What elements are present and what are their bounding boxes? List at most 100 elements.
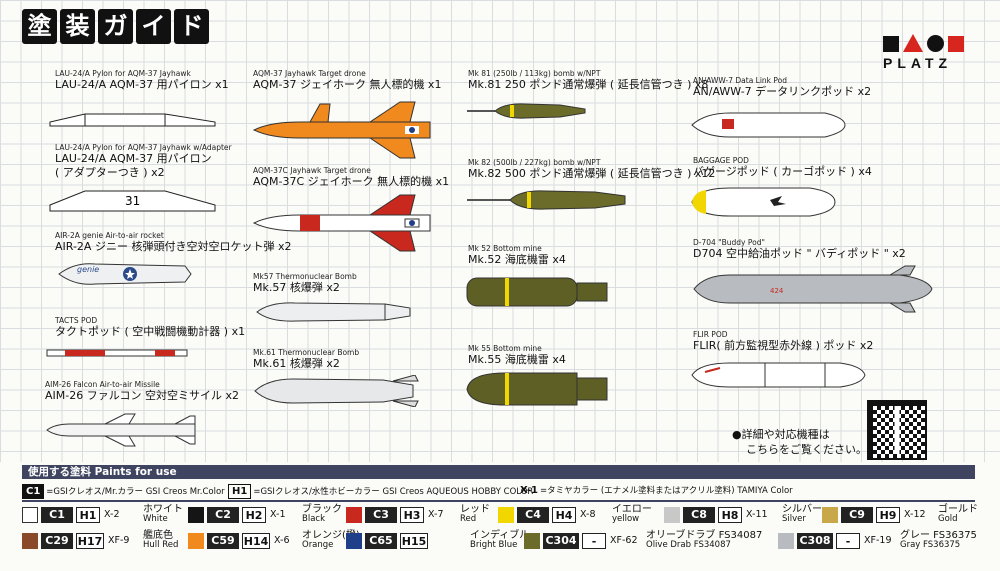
mrcolor-code: C3 [365,507,397,523]
color-name: オレンジ(橙)Orange [302,530,360,550]
item-en-label: D-704 "Buddy Pod" [693,238,765,247]
item-en-label: AIR-2A genie Air-to-air rocket [55,231,164,240]
color-en: White [143,514,168,524]
color-jp: オリーブドラブ FS34087 [646,530,763,541]
title-char: ガ [98,9,133,44]
color-en: Red [460,514,477,524]
d704-marking: 424 [770,287,784,295]
note-line-2: こちらをご覧ください。 [746,443,867,456]
item-jp-label: D704 空中給油ポッド " バディポッド " x2 [693,247,906,260]
tamiya-code: XF-62 [610,535,638,546]
item-jp-label: LAU-24/A AQM-37 用パイロン x1 [55,78,229,91]
mrcolor-code: C8 [683,507,715,523]
item-lau24-adapter: LAU-24/A Pylon for AQM-37 Jayhawk w/Adap… [55,143,232,180]
tamiya-code: XF-9 [108,535,130,546]
mrcolor-code: C65 [365,533,397,549]
mk52-mine-illustration [466,277,608,307]
color-swatch-olive-drab [524,533,540,549]
title-char: イ [136,9,171,44]
title-char: 装 [60,9,95,44]
item-jp-label: AIR-2A ジニー 核弾頭付き空対空ロケット弾 x2 [55,240,292,253]
mk81-bomb-illustration [467,103,586,119]
tamiya-code: XF-19 [864,535,892,546]
item-jp-label: Mk.61 核爆弾 x2 [253,357,340,370]
air2a-rocket-illustration: genie [58,263,192,285]
genie-marking: genie [77,265,99,274]
qr-code[interactable] [867,400,927,460]
item-d704: D-704 "Buddy Pod" D704 空中給油ポッド " バディポッド … [693,238,906,261]
item-jp-label: Mk.55 海底機雷 x4 [468,353,566,366]
item-en-label: Mk57 Thermonuclear Bomb [253,272,357,281]
aqm37-drone-orange-illustration [252,101,431,159]
mrcolor-code: C4 [517,507,549,523]
item-jp-label: Mk.82 500 ポンド通常爆弾 ( 延長信管つき ) x12 [468,167,716,180]
page-title: 塗 装 ガ イ ド [22,9,209,44]
mrcolor-code: C9 [841,507,873,523]
item-lau24: LAU-24/A Pylon for AQM-37 Jayhawk LAU-24… [55,69,229,92]
item-mk61: Mk.61 Thermonuclear Bomb Mk.61 核爆弾 x2 [253,348,359,371]
flir-pod-illustration [691,362,866,388]
tamiya-code: X-1 [270,509,286,520]
mk82-bomb-illustration [467,190,626,210]
item-en-label: Mk.61 Thermonuclear Bomb [253,348,360,357]
item-mk55: Mk 55 Bottom mine Mk.55 海底機雷 x4 [468,344,566,367]
paints-header: 使用する塗料 Paints for use [22,465,975,479]
mrcolor-code: C304 [543,533,579,549]
note-line-1: ●詳細や対応機種は [732,428,830,441]
mrcolor-code: C59 [207,533,239,549]
legend-text: =GSIクレオス/水性ホビーカラー GSI Creos AQUEOUS HOBB… [253,486,534,497]
details-note: ●詳細や対応機種は こちらをご覧ください。 [732,427,867,457]
color-en: yellow [612,514,640,524]
mrcolor-code: C2 [207,507,239,523]
color-jp: ブラック [302,504,342,515]
color-swatch-yellow [498,507,514,523]
legend-code: C1 [22,484,45,499]
legend-aqueous: H1 =GSIクレオス/水性ホビーカラー GSI Creos AQUEOUS H… [228,484,533,499]
color-swatch-bright-blue [346,533,362,549]
logo-triangle-icon [903,34,923,52]
item-jp-label: AQM-37 ジェイホーク 無人標的機 x1 [253,78,442,91]
aqueous-code: H14 [242,533,270,549]
legend-mrcolor: C1 =GSIクレオス/Mr.カラー GSI Creos Mr.Color [22,484,225,499]
legend-code: H1 [228,484,252,499]
item-en-label: AQM-37C Jayhawk Target drone [253,166,371,175]
d704-buddy-pod-illustration: 424 [693,265,933,313]
item-mk52: Mk 52 Bottom mine Mk.52 海底機雷 x4 [468,244,566,267]
legend-text: =タミヤカラー (エナメル塗料またはアクリル塗料) TAMIYA Color [540,486,793,496]
color-swatch-silver [664,507,680,523]
item-jp-label: Mk.52 海底機雷 x4 [468,253,566,266]
color-jp: イエロー [612,504,652,515]
logo-red-square-icon [948,36,964,52]
color-en: Olive Drab FS34087 [646,540,731,550]
legend-code: X-1 [520,485,539,496]
color-jp: レッド [460,504,490,515]
aqueous-code: H15 [400,533,428,549]
aqueous-code: H1 [76,507,100,523]
mk61-bomb-illustration [254,375,419,407]
tamiya-code: X-11 [746,509,768,520]
color-swatch-white [22,507,38,523]
item-en-label: AIM-26 Falcon Air-to-air Missile [45,380,160,389]
item-jp-label: LAU-24/A AQM-37 用パイロン [55,152,212,165]
color-jp: オレンジ(橙) [302,530,360,541]
color-en: Black [302,514,325,524]
color-swatch-orange [188,533,204,549]
item-aim26: AIM-26 Falcon Air-to-air Missile AIM-26 … [45,380,239,403]
mk57-bomb-illustration [256,302,411,322]
item-jp-label: バゲージポッド ( カーゴポッド ) x4 [693,165,872,178]
pylon-marking: 31 [125,194,140,208]
item-aww7: AN/AWW-7 Data Link Pod AN/AWW-7 データリンクポッ… [693,76,871,99]
item-en-label: Mk 55 Bottom mine [468,344,542,353]
item-en-label: TACTS POD [55,316,98,325]
mrcolor-code: C308 [797,533,833,549]
color-en: Bright Blue [470,540,518,550]
item-en-label: LAU-24/A Pylon for AQM-37 Jayhawk [55,69,191,78]
aim26-missile-illustration [46,413,196,447]
color-en: Gray FS36375 [900,540,961,550]
